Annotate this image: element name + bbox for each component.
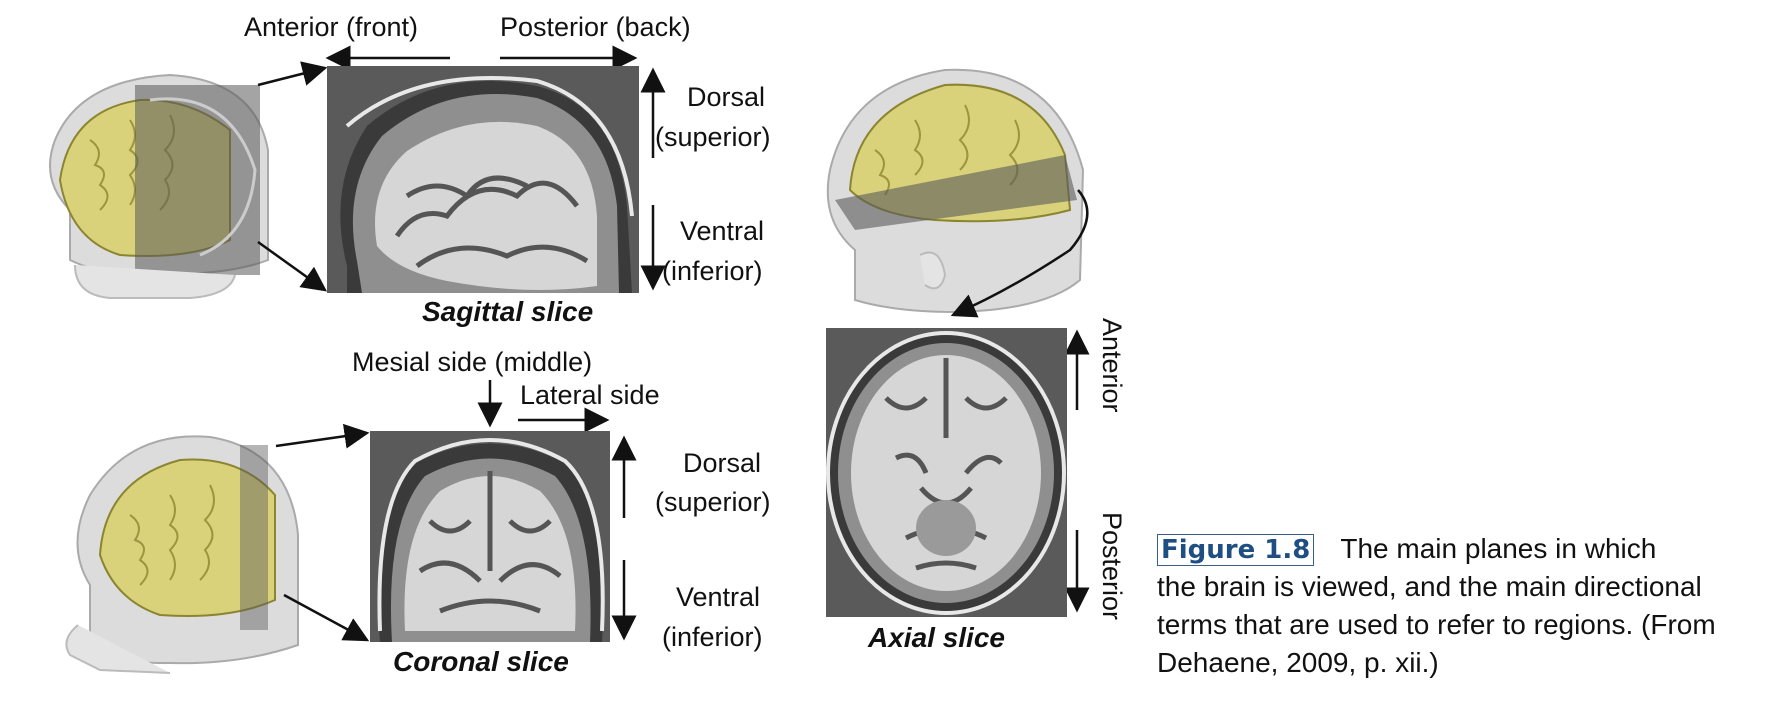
anterior-label: Anterior (front) — [244, 12, 419, 42]
figure-caption: Figure 1.8 The main planes in which the b… — [1157, 530, 1716, 682]
figure-caption-text-4: Dehaene, 2009, p. xii.) — [1157, 647, 1439, 678]
coronal-mri-image — [370, 431, 610, 642]
figure-caption-text-3: terms that are used to refer to regions.… — [1157, 609, 1716, 640]
ventral-label: Ventral — [679, 216, 765, 246]
axial-head-model — [826, 68, 1085, 314]
coronal-ventral-inferior-label: (inferior) — [662, 622, 763, 652]
axial-anterior-label: Anterior — [1097, 318, 1127, 413]
axial-slice-caption: Axial slice — [868, 622, 1005, 653]
axial-posterior-label: Posterior — [1097, 512, 1127, 621]
coronal-dorsal-label: Dorsal — [682, 448, 762, 478]
figure-number-tag: Figure 1.8 — [1157, 534, 1315, 566]
ventral-inferior-label: (inferior) — [662, 256, 763, 286]
sagittal-slice-caption: Sagittal slice — [422, 296, 594, 327]
coronal-dorsal-superior-label: (superior) — [655, 487, 771, 517]
figure-caption-text-1: The main planes in which — [1340, 533, 1657, 564]
coronal-slice-caption: Coronal slice — [393, 646, 569, 677]
axial-mri-image — [826, 328, 1067, 617]
figure-caption-text-2: the brain is viewed, and the main direct… — [1157, 571, 1702, 602]
dorsal-label: Dorsal — [686, 82, 766, 112]
coronal-ventral-label: Ventral — [675, 582, 761, 612]
sagittal-head-model — [49, 73, 269, 299]
dorsal-superior-label: (superior) — [655, 122, 771, 152]
figure-caption-line-1: Figure 1.8 The main planes in which — [1157, 530, 1716, 568]
posterior-label: Posterior (back) — [500, 12, 691, 42]
sagittal-mri-image — [327, 66, 639, 293]
mesial-side-label: Mesial side (middle) — [352, 347, 593, 377]
coronal-head-model — [65, 435, 299, 674]
lateral-side-label: Lateral side — [520, 380, 660, 410]
